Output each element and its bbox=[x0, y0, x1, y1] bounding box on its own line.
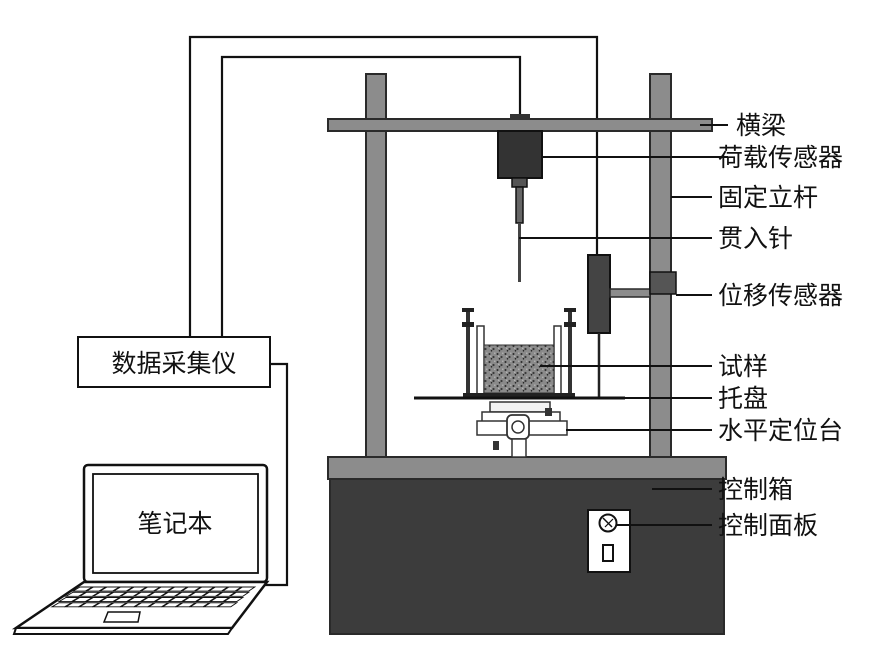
keyboard-key bbox=[71, 597, 94, 602]
label-crossbeam: 横梁 bbox=[736, 111, 786, 140]
keyboard-key bbox=[84, 586, 108, 592]
wire-laptop bbox=[262, 362, 289, 587]
control-panel bbox=[587, 509, 631, 573]
keyboard-key bbox=[202, 602, 225, 608]
keyboard-key bbox=[91, 591, 115, 597]
wire-load-sensor bbox=[220, 55, 522, 337]
keyboard-key bbox=[119, 602, 142, 608]
keyboard-key bbox=[180, 586, 203, 592]
control-box-body bbox=[329, 478, 725, 635]
sample bbox=[483, 344, 555, 394]
keyboard-key bbox=[221, 586, 243, 592]
keyboard-key bbox=[166, 586, 189, 592]
keyboard-key bbox=[71, 586, 94, 592]
keyboard-key bbox=[78, 591, 101, 597]
keyboard-key bbox=[194, 586, 216, 592]
sensor-clamp bbox=[649, 271, 677, 295]
fixed-rod-left bbox=[365, 73, 387, 458]
keyboard-key bbox=[140, 597, 163, 602]
keyboard-key bbox=[160, 591, 183, 597]
label-displacement-sensor: 位移传感器 bbox=[718, 281, 843, 310]
keyboard-key bbox=[126, 597, 149, 602]
keyboard-key bbox=[139, 586, 162, 592]
leader-lines bbox=[519, 124, 728, 526]
keyboard-key bbox=[188, 602, 211, 608]
keyboard-key bbox=[167, 597, 190, 602]
keyboard-key bbox=[119, 591, 142, 597]
keyboard-key bbox=[64, 591, 88, 597]
label-control-panel: 控制面板 bbox=[718, 511, 818, 540]
part-labels: 横梁 荷载传感器 固定立杆 贯入针 位移传感器 试样 托盘 水平定位台 控制箱 … bbox=[718, 111, 843, 540]
keyboard-key bbox=[98, 597, 122, 602]
control-box-top bbox=[327, 456, 727, 480]
keyboard-key bbox=[91, 602, 115, 608]
laptop-touchpad bbox=[102, 611, 141, 623]
fixed-rod-right bbox=[649, 73, 672, 458]
sensor-arm bbox=[609, 288, 651, 298]
keyboard-key bbox=[181, 597, 204, 602]
keyboard-key bbox=[105, 602, 129, 608]
wire-displacement-sensor bbox=[188, 35, 599, 337]
data-logger: 数据采集仪 bbox=[77, 336, 271, 388]
keyboard-key bbox=[112, 597, 135, 602]
keyboard-key bbox=[215, 591, 237, 597]
load-sensor bbox=[497, 130, 543, 179]
leveling-stage bbox=[476, 401, 568, 458]
laptop-screen bbox=[92, 473, 259, 574]
switch-icon bbox=[602, 544, 614, 562]
keyboard-key bbox=[64, 602, 87, 608]
label-tray: 托盘 bbox=[718, 384, 768, 413]
keyboard-key bbox=[187, 591, 210, 597]
keyboard-key bbox=[50, 602, 74, 608]
load-sensor-assembly bbox=[497, 130, 543, 282]
keyboard-key bbox=[175, 602, 198, 608]
keyboard-key bbox=[207, 586, 230, 592]
keyboard-key bbox=[228, 591, 251, 597]
fixed-rods bbox=[365, 73, 672, 458]
keyboard-key bbox=[173, 591, 196, 597]
keyboard-key bbox=[105, 591, 128, 597]
laptop-keyboard bbox=[50, 586, 257, 608]
keyboard-key bbox=[78, 602, 101, 608]
keyboard-key bbox=[216, 602, 239, 608]
label-control-box: 控制箱 bbox=[718, 475, 793, 504]
laptop: 笔记本 bbox=[11, 463, 270, 635]
crossbeam-mount bbox=[510, 114, 530, 120]
data-logger-label: 数据采集仪 bbox=[111, 349, 236, 378]
keyboard-key bbox=[98, 586, 122, 592]
keyboard-key bbox=[125, 586, 149, 592]
sample-container bbox=[462, 308, 576, 398]
keyboard-key bbox=[132, 591, 156, 597]
keyboard-key bbox=[222, 597, 245, 602]
keyboard-key bbox=[133, 602, 156, 608]
keyboard-key bbox=[147, 602, 170, 608]
keyboard-key bbox=[234, 586, 257, 592]
keyboard-key bbox=[112, 586, 135, 592]
keyboard-key bbox=[208, 597, 231, 602]
keyboard-key bbox=[146, 591, 169, 597]
keyboard-key bbox=[201, 591, 224, 597]
keyboard-key bbox=[57, 597, 81, 602]
needle-holder bbox=[515, 186, 524, 224]
keyboard-key bbox=[84, 597, 108, 602]
label-load-sensor: 荷载传感器 bbox=[718, 143, 843, 172]
crossbeam bbox=[327, 118, 713, 132]
label-sample: 试样 bbox=[718, 352, 768, 381]
keyboard-key bbox=[195, 597, 217, 602]
data-logger-box bbox=[77, 336, 271, 388]
label-penetration-needle: 贯入针 bbox=[718, 224, 793, 253]
displacement-sensor-assembly bbox=[587, 254, 677, 397]
keyboard-key bbox=[153, 586, 176, 592]
keyboard-key bbox=[161, 602, 184, 608]
control-box bbox=[327, 456, 727, 635]
signal-wires bbox=[188, 35, 599, 587]
label-leveling-stage: 水平定位台 bbox=[718, 416, 843, 445]
displacement-sensor bbox=[587, 254, 611, 334]
laptop-label: 笔记本 bbox=[137, 509, 212, 538]
label-fixed-rod: 固定立杆 bbox=[718, 183, 818, 212]
keyboard-key bbox=[153, 597, 176, 602]
